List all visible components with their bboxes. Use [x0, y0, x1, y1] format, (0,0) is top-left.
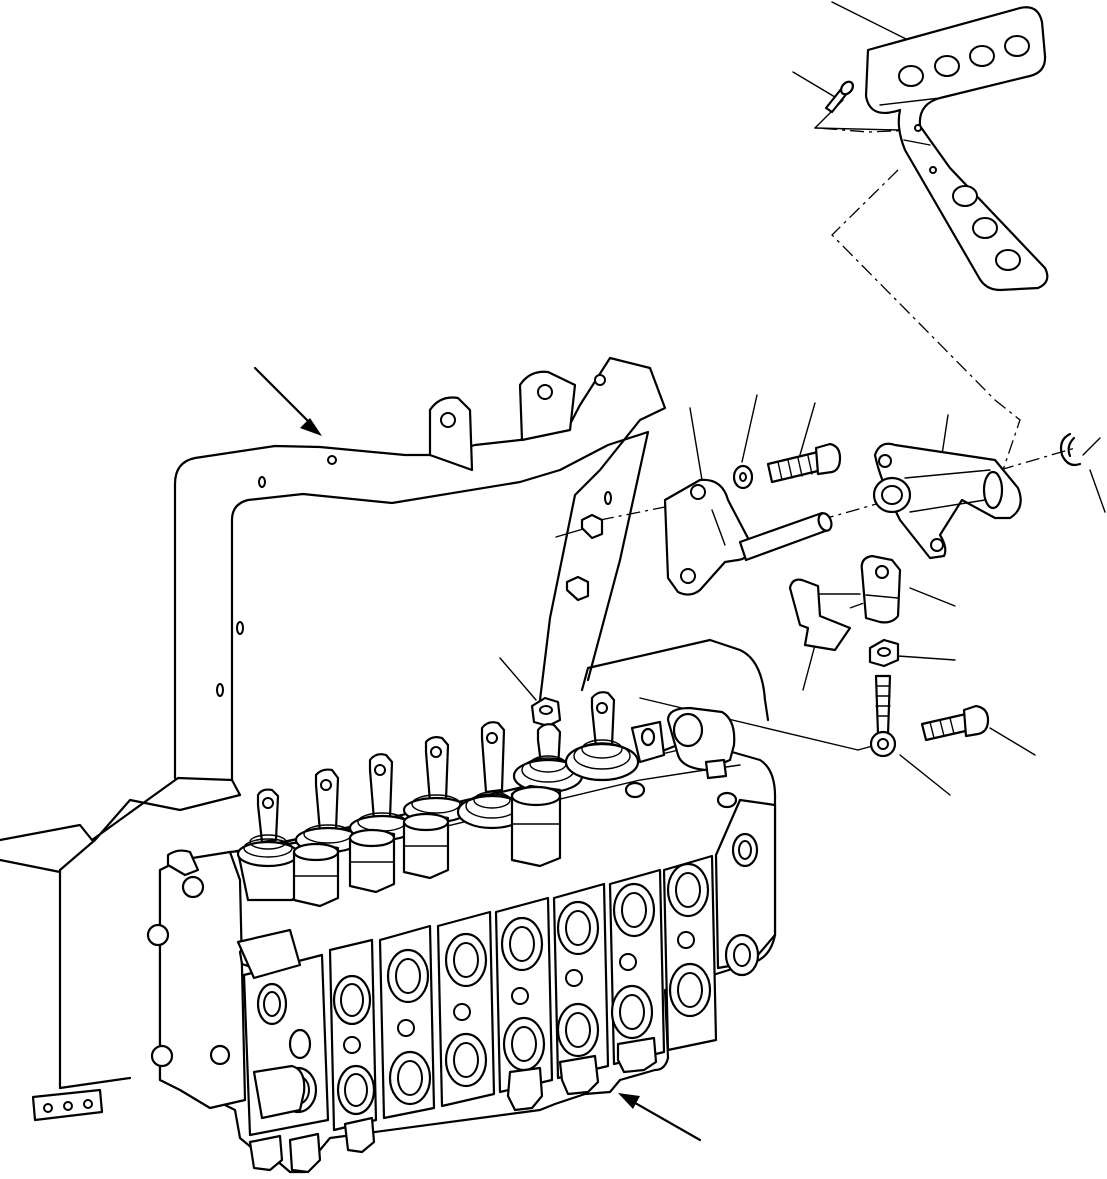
mounting-plate [864, 6, 1049, 292]
spool-lever-1 [236, 788, 300, 868]
pivot-housing [872, 442, 1022, 560]
valve-section-5 [552, 882, 610, 1096]
mounting-nut [530, 696, 562, 728]
valve-section-6 [608, 868, 666, 1074]
support-frame [0, 356, 770, 1122]
frame-arrow [253, 366, 322, 436]
spool-lever-7 [564, 691, 640, 782]
control-valve-block [146, 706, 777, 1174]
clip [788, 578, 861, 652]
valve-section-2 [378, 924, 436, 1120]
spool-lever-6 [512, 723, 584, 794]
cap-screw [920, 704, 990, 742]
hex-cap-3 [402, 812, 450, 880]
hex-cap-2 [348, 828, 396, 894]
pin [738, 511, 833, 562]
valve-section-3 [436, 910, 496, 1108]
valve-section-1 [328, 938, 378, 1132]
rod-end [869, 674, 897, 758]
clevis [860, 554, 902, 624]
spool-levers [236, 691, 640, 908]
valve-section-4 [494, 896, 554, 1112]
hex-cap-4 [510, 784, 562, 868]
nut [868, 638, 900, 668]
circlip [1059, 432, 1082, 467]
valve-arrow [618, 1093, 702, 1142]
bolt [766, 442, 842, 484]
valve-section-7 [662, 854, 718, 1052]
lever-bracket [663, 478, 752, 596]
valve-sections [328, 854, 718, 1132]
screw [824, 80, 855, 114]
washer [732, 464, 754, 490]
leader-lines [499, 1, 1106, 796]
hex-cap-1 [292, 842, 340, 908]
